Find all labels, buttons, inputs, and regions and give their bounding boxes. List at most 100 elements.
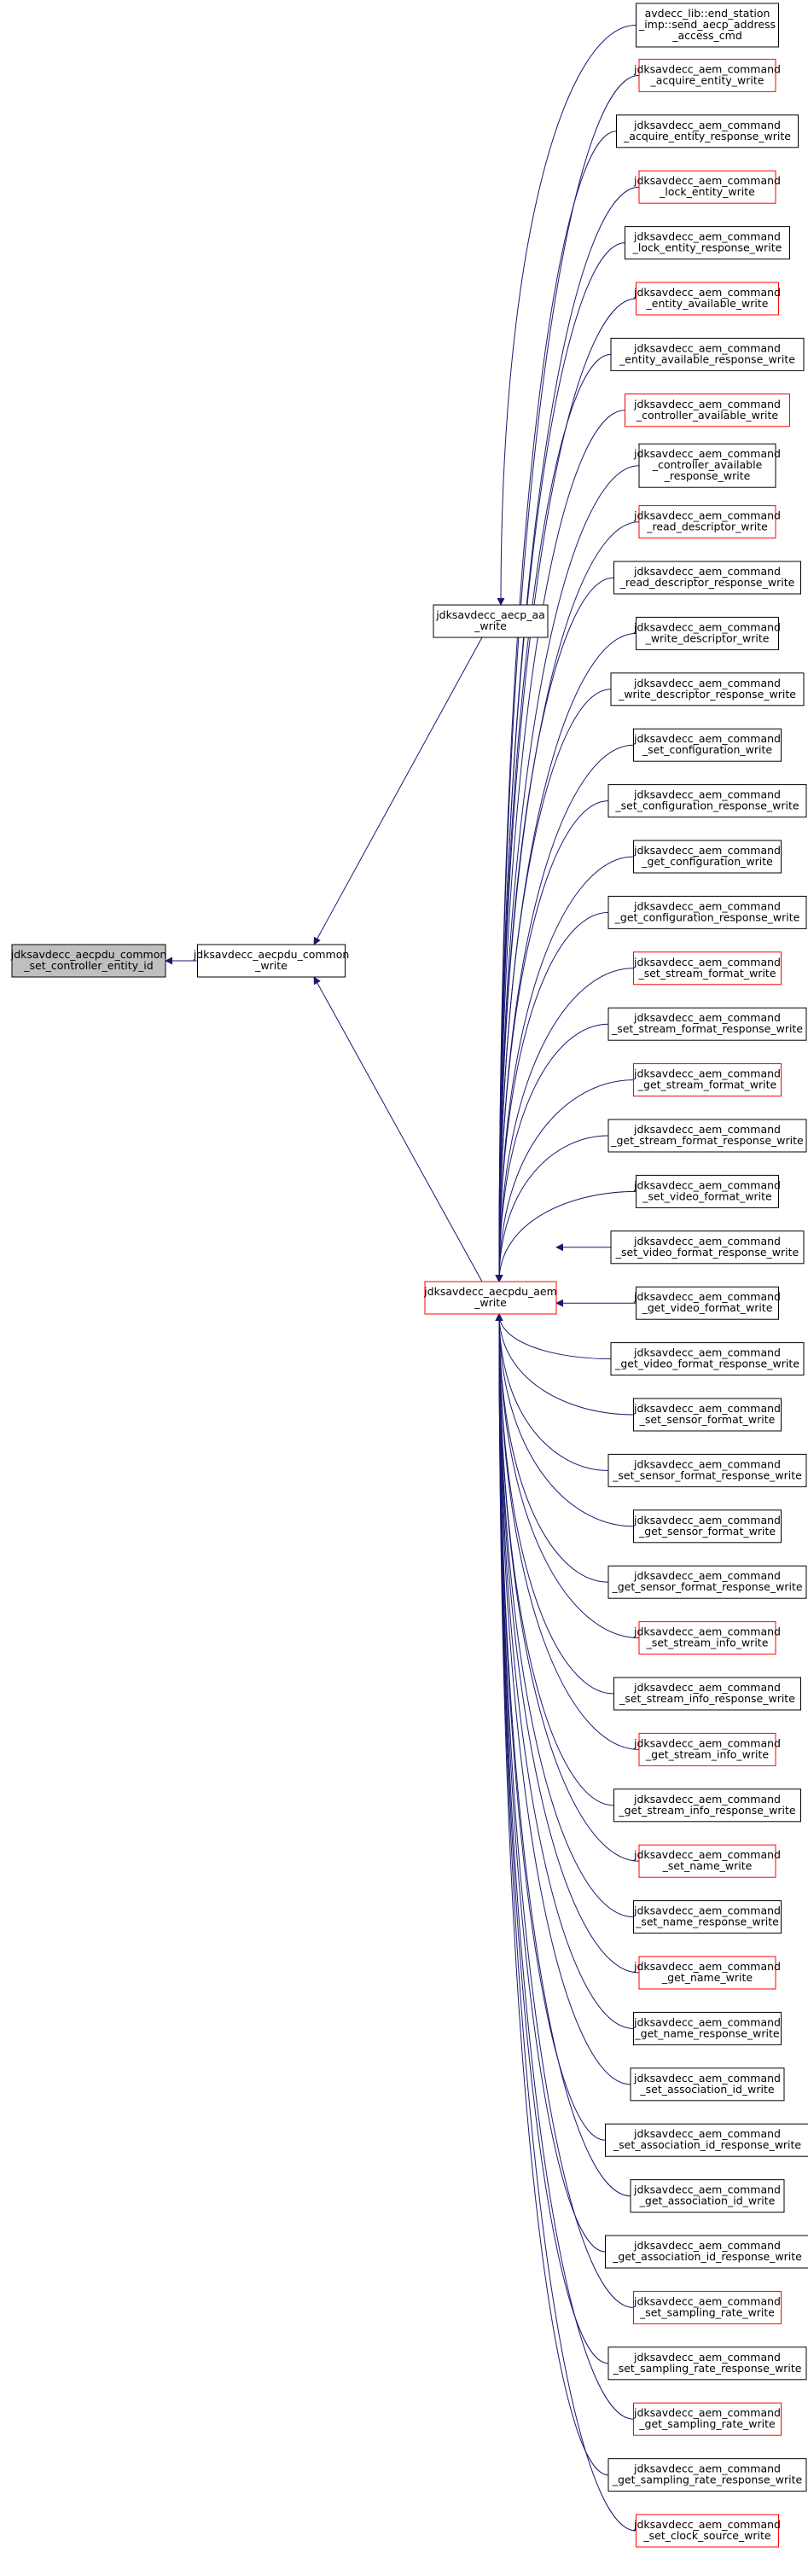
node-aem-caller-23-box <box>610 1342 805 1376</box>
node-aem-caller-35[interactable]: jdksavdecc_aem_command_get_name_response… <box>633 2011 782 2045</box>
node-aem-caller-11-box <box>610 672 805 707</box>
node-aem-caller-15[interactable]: jdksavdecc_aem_command_get_configuration… <box>607 895 807 929</box>
node-aem-caller-5[interactable]: jdksavdecc_aem_command_entity_available_… <box>610 337 805 371</box>
edge-aem-to-common <box>313 976 483 1282</box>
node-aecpdu-common-write[interactable]: jdksavdecc_aecpdu_common_write <box>193 944 350 978</box>
node-aecpdu-aem-write-box <box>424 1281 557 1315</box>
edge-aem-caller <box>495 1313 631 2197</box>
node-aem-caller-42[interactable]: jdksavdecc_aem_command_get_sampling_rate… <box>633 2402 782 2436</box>
edge-aem-caller <box>495 689 612 1282</box>
node-aecpdu-aem-write[interactable]: jdksavdecc_aecpdu_aem_write <box>423 1281 557 1315</box>
node-aem-caller-7[interactable]: jdksavdecc_aem_command_controller_availa… <box>633 443 781 488</box>
node-aem-caller-43-label: _get_sampling_rate_response_write <box>612 2474 803 2486</box>
node-aem-caller-27[interactable]: jdksavdecc_aem_command_get_sensor_format… <box>607 1565 807 1599</box>
edge-aem-caller <box>495 1313 640 1974</box>
node-aem-caller-30-box <box>638 1732 776 1766</box>
node-aem-caller-3[interactable]: jdksavdecc_aem_command_lock_entity_respo… <box>625 226 790 260</box>
node-aem-caller-8[interactable]: jdksavdecc_aem_command_read_descriptor_w… <box>633 505 781 539</box>
node-aem-caller-22-label: _get_video_format_write <box>642 1301 773 1314</box>
node-aem-caller-17[interactable]: jdksavdecc_aem_command_set_stream_format… <box>607 1007 807 1041</box>
edge-aem-caller <box>495 1313 634 2308</box>
node-aem-caller-16[interactable]: jdksavdecc_aem_command_set_stream_format… <box>633 951 782 986</box>
node-aem-caller-41[interactable]: jdksavdecc_aem_command_set_sampling_rate… <box>607 2346 807 2381</box>
node-aem-caller-0[interactable]: jdksavdecc_aem_command_acquire_entity_wr… <box>633 58 781 92</box>
node-aem-caller-34[interactable]: jdksavdecc_aem_command_get_name_write <box>633 1956 781 1990</box>
node-aem-caller-23[interactable]: jdksavdecc_aem_command_get_video_format_… <box>610 1342 805 1376</box>
node-aem-caller-44[interactable]: jdksavdecc_aem_command_set_clock_source_… <box>633 2514 781 2548</box>
node-aem-caller-14[interactable]: jdksavdecc_aem_command_get_configuration… <box>633 840 782 874</box>
node-aecpdu-common-write-box <box>197 944 346 978</box>
node-aem-caller-29-label: _set_stream_info_response_write <box>619 1692 795 1705</box>
node-aem-caller-7-label: _controller_available <box>652 458 763 471</box>
node-aem-caller-26-box <box>633 1509 782 1544</box>
node-aa-caller-0[interactable]: avdecc_lib::end_station_imp::send_aecp_a… <box>636 3 779 48</box>
node-aem-caller-30-label: _get_stream_info_write <box>645 1747 770 1760</box>
node-aem-caller-39[interactable]: jdksavdecc_aem_command_get_association_i… <box>605 2235 808 2269</box>
node-aem-caller-32-label: jdksavdecc_aem_command <box>633 1848 781 1861</box>
node-aem-caller-37-box <box>605 2123 808 2157</box>
node-aem-caller-12[interactable]: jdksavdecc_aem_command_set_configuration… <box>633 728 782 762</box>
node-aem-caller-8-box <box>638 505 776 539</box>
node-aecp-aa-write[interactable]: jdksavdecc_aecp_aa_write <box>433 604 549 638</box>
node-aem-caller-14-box <box>633 840 782 874</box>
node-aem-caller-32-label: _set_name_write <box>662 1859 753 1872</box>
node-aem-caller-2[interactable]: jdksavdecc_aem_command_lock_entity_write <box>633 170 781 204</box>
node-aem-caller-40[interactable]: jdksavdecc_aem_command_set_sampling_rate… <box>633 2290 782 2324</box>
node-aem-caller-36[interactable]: jdksavdecc_aem_command_set_association_i… <box>630 2067 785 2102</box>
node-aem-caller-33[interactable]: jdksavdecc_aem_command_set_name_response… <box>633 1900 782 1934</box>
node-aem-caller-6[interactable]: jdksavdecc_aem_command_controller_availa… <box>625 393 790 427</box>
node-aem-caller-17-box <box>607 1007 807 1041</box>
node-aem-caller-44-label: jdksavdecc_aem_command <box>633 2518 781 2531</box>
node-aem-caller-26[interactable]: jdksavdecc_aem_command_get_sensor_format… <box>633 1509 782 1544</box>
node-aem-caller-27-box <box>607 1565 807 1599</box>
node-aem-caller-18[interactable]: jdksavdecc_aem_command_get_stream_format… <box>633 1063 782 1097</box>
node-aem-caller-13[interactable]: jdksavdecc_aem_command_set_configuration… <box>607 784 807 818</box>
node-aem-caller-34-label: _get_name_write <box>661 1971 753 1984</box>
node-aem-caller-31[interactable]: jdksavdecc_aem_command_get_stream_info_r… <box>613 1788 801 1823</box>
node-aem-caller-4-label: _entity_available_write <box>646 297 769 310</box>
edge-aem-caller <box>495 577 614 1282</box>
node-aem-caller-11[interactable]: jdksavdecc_aem_command_write_descriptor_… <box>610 672 805 707</box>
node-aem-caller-14-label: jdksavdecc_aem_command <box>633 844 781 857</box>
node-aem-caller-3-label: _lock_entity_response_write <box>632 241 782 254</box>
node-aem-caller-41-label: _set_sampling_rate_response_write <box>612 2362 801 2375</box>
node-aem-caller-29[interactable]: jdksavdecc_aem_command_set_stream_info_r… <box>613 1677 801 1711</box>
node-aem-caller-9[interactable]: jdksavdecc_aem_command_read_descriptor_r… <box>613 561 801 595</box>
node-aem-caller-0-label: _acquire_entity_write <box>650 73 764 86</box>
node-aem-caller-20[interactable]: jdksavdecc_aem_command_set_video_format_… <box>633 1174 781 1208</box>
node-aem-caller-21[interactable]: jdksavdecc_aem_command_set_video_format_… <box>610 1230 805 1265</box>
node-aem-caller-13-box <box>607 784 807 818</box>
node-aem-caller-33-label: jdksavdecc_aem_command <box>633 1904 781 1917</box>
node-aem-caller-24[interactable]: jdksavdecc_aem_command_set_sensor_format… <box>633 1398 782 1432</box>
node-aem-caller-1[interactable]: jdksavdecc_aem_command_acquire_entity_re… <box>616 114 799 148</box>
node-aem-caller-21-label: _set_video_format_response_write <box>615 1246 799 1259</box>
node-aem-caller-38[interactable]: jdksavdecc_aem_command_get_association_i… <box>630 2179 785 2213</box>
edge-aa-caller <box>497 25 637 606</box>
node-aem-caller-22[interactable]: jdksavdecc_aem_command_get_video_format_… <box>633 1286 781 1320</box>
node-aecpdu-common-write-label: jdksavdecc_aecpdu_common <box>193 948 350 961</box>
node-aem-caller-28[interactable]: jdksavdecc_aem_command_set_stream_info_w… <box>633 1621 781 1655</box>
node-focus-set-controller-entity-id[interactable]: jdksavdecc_aecpdu_common_set_controller_… <box>10 944 167 978</box>
node-aem-caller-25[interactable]: jdksavdecc_aem_command_set_sensor_format… <box>607 1453 807 1487</box>
node-aem-caller-19[interactable]: jdksavdecc_aem_command_get_stream_format… <box>607 1119 807 1153</box>
node-aem-caller-26-label: jdksavdecc_aem_command <box>633 1514 781 1526</box>
node-aa-caller-0-label: _access_cmd <box>671 29 742 42</box>
node-aem-caller-9-box <box>613 561 801 595</box>
edge-aem-caller <box>495 1313 634 1918</box>
node-aem-caller-16-label: _set_stream_format_write <box>637 967 776 980</box>
node-aem-caller-32[interactable]: jdksavdecc_aem_command_set_name_write <box>633 1844 781 1878</box>
node-aem-caller-12-label: _set_configuration_write <box>642 743 773 756</box>
node-aem-caller-37[interactable]: jdksavdecc_aem_command_set_association_i… <box>605 2123 808 2157</box>
node-aem-caller-43[interactable]: jdksavdecc_aem_command_get_sampling_rate… <box>607 2458 807 2492</box>
node-aem-caller-13-label: jdksavdecc_aem_command <box>633 788 781 801</box>
node-aem-caller-30[interactable]: jdksavdecc_aem_command_get_stream_info_w… <box>633 1732 781 1766</box>
node-aem-caller-4[interactable]: jdksavdecc_aem_command_entity_available_… <box>633 282 781 316</box>
edge-aem-caller <box>495 1313 640 1862</box>
edge-aem-caller <box>495 1313 609 1471</box>
edge-aem-caller <box>495 1313 609 1583</box>
node-aa-caller-0-label: _imp::send_aecp_address <box>638 18 776 31</box>
edge-aem-caller <box>495 353 612 1282</box>
node-aem-caller-10[interactable]: jdksavdecc_aem_command_write_descriptor_… <box>633 616 781 650</box>
edge-aem-caller <box>495 911 609 1282</box>
node-aem-caller-39-box <box>605 2235 808 2269</box>
